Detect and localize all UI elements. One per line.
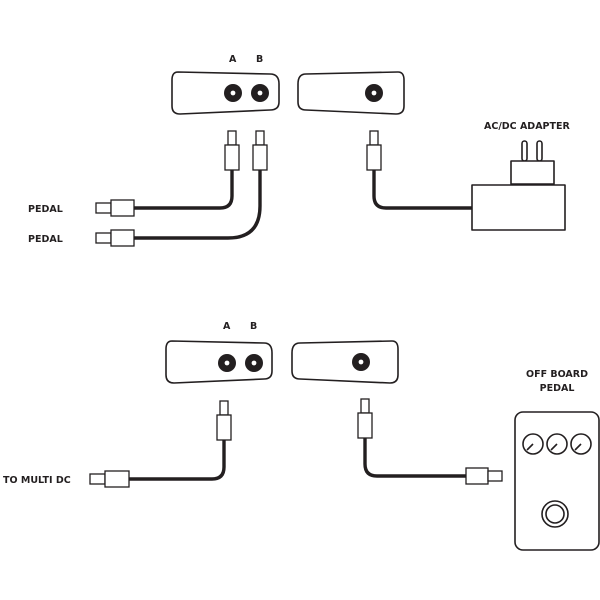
cable-b <box>134 170 262 240</box>
off-board-pedal-cable <box>363 438 466 478</box>
knob-1-pointer <box>526 443 534 451</box>
ac-dc-adapter-icon <box>471 140 566 231</box>
label-pedal-2: PEDAL <box>28 234 63 245</box>
off-board-pedal-icon <box>514 411 600 551</box>
pedal-knobs <box>522 433 592 455</box>
plug-dc-bottom-tip <box>360 398 370 414</box>
adapter-prong-2 <box>536 140 543 162</box>
plug-pedal2-tip <box>95 232 112 244</box>
dc-jack-bottom-hole <box>358 359 364 365</box>
adapter-prong-1 <box>521 140 528 162</box>
jack-label-b-bottom: B <box>250 321 257 332</box>
adapter-plug-head <box>510 160 555 185</box>
knob-2-pointer <box>550 443 558 451</box>
plug-b-tip <box>255 130 265 146</box>
plug-multi-dc-top-tip <box>219 400 229 416</box>
plug-pedal-tip <box>487 470 503 482</box>
plug-a-tip <box>227 130 237 146</box>
jack-label-a-bottom: A <box>223 321 231 332</box>
plug-pedal-body <box>465 467 489 485</box>
plug-pedal2-body <box>110 229 135 247</box>
dc-input-housing <box>297 71 405 115</box>
jack-label-b: B <box>256 54 263 65</box>
jack-b-hole <box>257 90 263 96</box>
label-ac-dc-adapter: AC/DC ADAPTER <box>484 121 570 132</box>
pedal-enclosure <box>514 411 600 551</box>
plug-pedal1-body <box>110 199 135 217</box>
plug-a-body <box>224 144 240 171</box>
plug-pedal1-tip <box>95 202 112 214</box>
dc-input-housing-bottom <box>291 340 399 384</box>
label-pedal-1: PEDAL <box>28 204 63 215</box>
plug-dc-tip <box>369 130 379 146</box>
label-pedal: PEDAL <box>540 383 575 394</box>
plug-multi-dc-tip <box>89 473 106 485</box>
jack-a-bottom-hole <box>224 360 230 366</box>
plug-dc-bottom-body <box>357 412 373 439</box>
plug-multi-dc-body <box>104 470 130 488</box>
plug-multi-dc-top-body <box>216 414 232 441</box>
jack-label-a: A <box>229 54 237 65</box>
label-to-multi-dc: TO MULTI DC <box>3 475 71 486</box>
footswitch-inner-icon <box>545 504 565 524</box>
plug-b-body <box>252 144 268 171</box>
dc-jack-hole <box>371 90 377 96</box>
label-off-board: OFF BOARD <box>526 369 588 380</box>
multi-dc-cable <box>129 440 226 481</box>
plug-dc-body <box>366 144 382 171</box>
jack-a-hole <box>230 90 236 96</box>
cable-a <box>134 170 234 210</box>
bottom-section: A B TO MULTI DC <box>3 321 600 551</box>
adapter-cable <box>372 170 472 210</box>
knob-3-pointer <box>574 443 582 451</box>
top-section: A B PEDAL PEDAL <box>28 54 570 247</box>
adapter-body <box>471 184 566 231</box>
jack-b-bottom-hole <box>251 360 257 366</box>
